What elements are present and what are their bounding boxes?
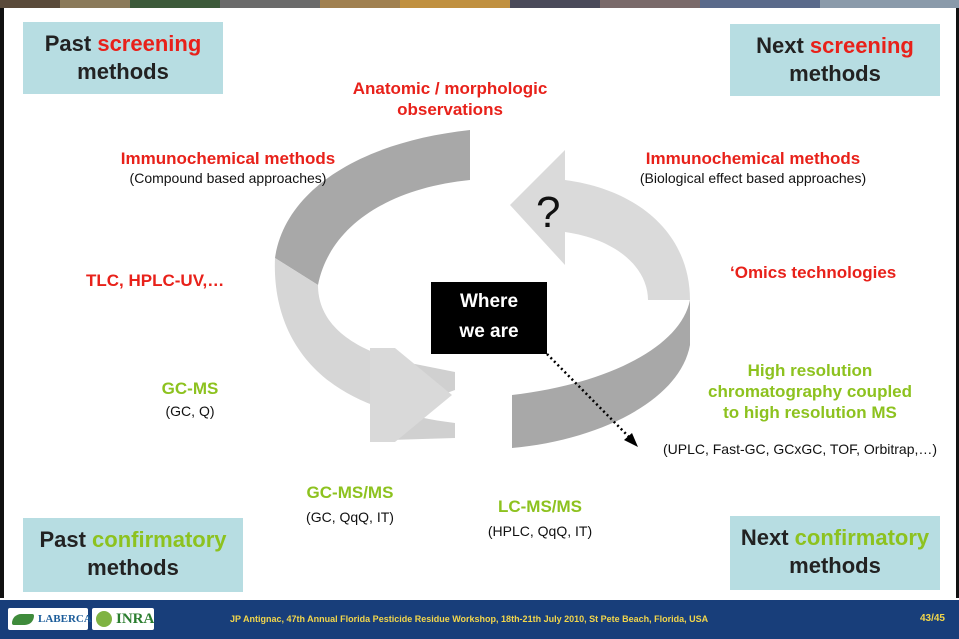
next-word: Next [756, 33, 810, 58]
gcms-sub: (GC, Q) [165, 403, 215, 419]
gcmsms-sub: (GC, QqQ, IT) [306, 509, 394, 525]
past-word: Past [44, 31, 98, 56]
screening-word: screening [809, 33, 914, 58]
where-pointer-arrowhead [624, 433, 638, 447]
slide-frame-left [0, 8, 4, 598]
anatomic-line2: observations [397, 100, 503, 119]
next-confirmatory-box: Next confirmatory methods [730, 516, 940, 590]
high-resolution-label: High resolution chromatography coupled t… [690, 360, 930, 423]
where-we-are-box: Where we are [431, 282, 547, 354]
inra-logo-text: INRA [116, 611, 155, 627]
question-mark: ? [536, 188, 561, 237]
next-word: Next [740, 525, 795, 550]
where-line2: we are [459, 321, 519, 342]
laberca-leaf-icon [12, 614, 34, 625]
hr-line1: High resolution [747, 361, 873, 380]
lcmsms-sub: (HPLC, QqQ, IT) [487, 523, 593, 539]
past-confirmatory-box: Past confirmatory methods [23, 518, 243, 592]
methods-word: methods [77, 59, 169, 84]
omics-label: ‘Omics technologies [730, 263, 897, 282]
where-pointer-line [546, 353, 633, 441]
confirmatory-word: confirmatory [92, 527, 227, 552]
footer-bar: LABERCA INRA JP Antignac, 47th Annual Fl… [0, 600, 959, 639]
gcms-label: GC-MS [161, 379, 219, 398]
upper-right-arrow-band [510, 150, 690, 300]
where-line1: Where [459, 291, 519, 312]
methods-word: methods [789, 61, 881, 86]
immuno-left-sub: (Compound based approaches) [129, 170, 327, 186]
lcmsms-label: LC-MS/MS [497, 497, 583, 516]
laberca-logo-text: LABERCA [38, 613, 92, 625]
gcmsms-label: GC-MS/MS [306, 483, 394, 502]
immuno-left-label: Immunochemical methods [120, 149, 336, 168]
upper-left-arrow-band [275, 130, 470, 285]
past-word: Past [39, 527, 93, 552]
anatomic-line1: Anatomic / morphologic [352, 79, 548, 98]
screening-word: screening [97, 31, 202, 56]
slide-frame-right [956, 8, 959, 598]
past-screening-box: Past screening methods [23, 22, 223, 94]
hr-line2: chromatography coupled [707, 382, 913, 401]
header-photo-strip [0, 0, 959, 8]
confirmatory-word: confirmatory [794, 525, 930, 550]
right-arrow-band [512, 300, 690, 448]
lower-arrow-shaft [370, 348, 452, 442]
hr-line3: to high resolution MS [723, 403, 897, 422]
page-number: 43/45 [919, 613, 945, 624]
immuno-right-label: Immunochemical methods [645, 149, 861, 168]
methods-word: methods [87, 555, 179, 580]
methods-word: methods [789, 553, 881, 578]
immuno-right-sub: (Biological effect based approaches) [639, 170, 867, 186]
inra-circle-icon [96, 611, 112, 627]
next-screening-box: Next screening methods [730, 24, 940, 96]
tlc-label: TLC, HPLC-UV,… [86, 271, 225, 290]
footer-credit: JP Antignac, 47th Annual Florida Pestici… [230, 614, 709, 624]
laberca-logo: LABERCA [8, 608, 92, 630]
left-arrow-band [274, 258, 395, 412]
inra-logo: INRA [92, 608, 154, 630]
anatomic-label: Anatomic / morphologic observations [330, 78, 570, 120]
high-resolution-sub: (UPLC, Fast-GC, GCxGC, TOF, Orbitrap,…) [662, 441, 938, 457]
